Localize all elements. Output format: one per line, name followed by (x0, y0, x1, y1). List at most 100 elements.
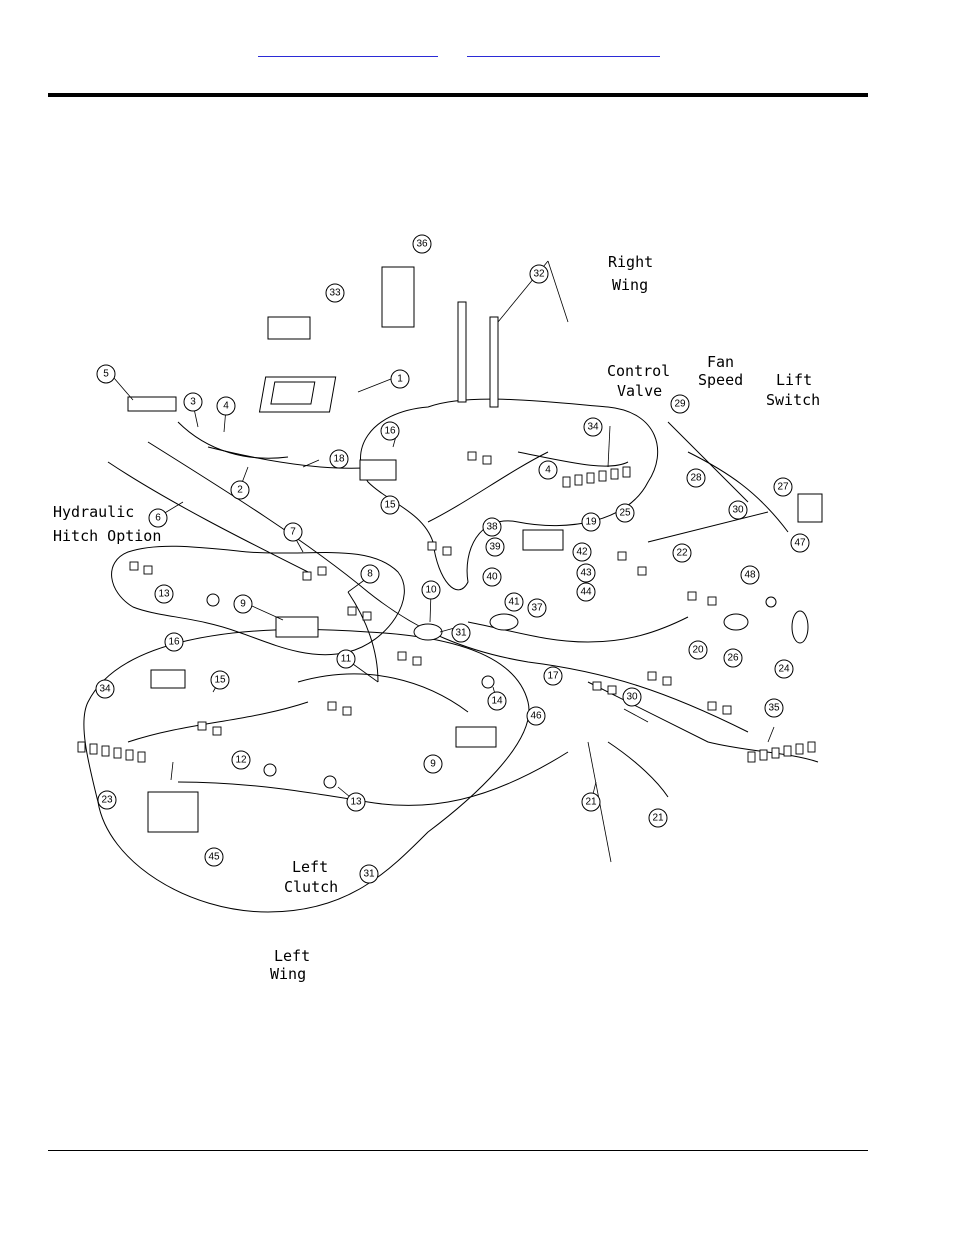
label-hydraulic-hitch-2: Hitch Option (53, 527, 161, 545)
callout-18: 18 (329, 449, 349, 469)
callout-4b: 4 (538, 460, 558, 480)
label-control-valve: Control (607, 362, 670, 380)
header-rule (48, 93, 868, 97)
callout-30a: 30 (728, 500, 748, 520)
callout-11: 11 (336, 649, 356, 669)
svg-text:32: 32 (533, 269, 545, 280)
svg-text:4: 4 (223, 401, 229, 412)
svg-text:34: 34 (99, 684, 111, 695)
callout-29: 29 (670, 394, 690, 414)
label-right-wing: Right (608, 253, 653, 271)
harness-wires (107, 421, 819, 806)
svg-text:13: 13 (158, 589, 170, 600)
svg-text:18: 18 (333, 454, 345, 465)
label-lift-switch-2: Switch (766, 391, 820, 409)
callout-28: 28 (686, 468, 706, 488)
nav-link-previous[interactable] (258, 44, 438, 57)
callout-32: 32 (529, 264, 549, 284)
callout-17: 17 (543, 666, 563, 686)
callout-34a: 34 (95, 679, 115, 699)
svg-text:41: 41 (508, 597, 520, 608)
callout-47: 47 (790, 533, 810, 553)
svg-text:46: 46 (530, 711, 542, 722)
svg-text:6: 6 (155, 513, 161, 524)
callout-13b: 13 (346, 792, 366, 812)
svg-text:29: 29 (674, 399, 686, 410)
svg-text:12: 12 (235, 755, 247, 766)
label-fan-speed-2: Speed (698, 371, 743, 389)
svg-text:17: 17 (547, 671, 559, 682)
svg-text:42: 42 (576, 547, 588, 558)
svg-text:36: 36 (416, 239, 428, 250)
text-labels: Right Wing Control Valve Fan Speed Lift … (53, 253, 820, 983)
callout-19: 19 (581, 512, 601, 532)
callout-4a: 4 (216, 396, 236, 416)
svg-text:28: 28 (690, 473, 702, 484)
svg-text:24: 24 (778, 664, 790, 675)
svg-text:15: 15 (384, 500, 396, 511)
label-lift-switch: Lift (776, 371, 812, 389)
callout-3: 3 (183, 392, 203, 412)
svg-text:2: 2 (237, 485, 243, 496)
components (127, 266, 823, 833)
callout-16b: 16 (380, 421, 400, 441)
label-hydraulic-hitch: Hydraulic (53, 503, 134, 521)
svg-text:27: 27 (777, 482, 789, 493)
callout-45: 45 (204, 847, 224, 867)
connector-rows (77, 451, 816, 763)
callout-30b: 30 (622, 687, 642, 707)
callout-21b: 21 (648, 808, 668, 828)
svg-text:48: 48 (744, 570, 756, 581)
svg-text:43: 43 (580, 568, 592, 579)
label-fan-speed: Fan (707, 353, 734, 371)
callout-27: 27 (773, 477, 793, 497)
callout-1: 1 (390, 369, 410, 389)
callout-6: 6 (148, 508, 168, 528)
callout-leaders (113, 260, 775, 863)
svg-text:31: 31 (455, 628, 467, 639)
svg-text:9: 9 (240, 599, 246, 610)
svg-text:30: 30 (732, 505, 744, 516)
callout-41: 41 (504, 592, 524, 612)
callout-8: 8 (360, 564, 380, 584)
callout-46: 46 (526, 706, 546, 726)
nav-link-next[interactable] (467, 44, 660, 57)
svg-text:21: 21 (652, 813, 664, 824)
callout-48: 48 (740, 565, 760, 585)
svg-text:37: 37 (531, 603, 543, 614)
callout-13a: 13 (154, 584, 174, 604)
svg-text:26: 26 (727, 653, 739, 664)
callout-26: 26 (723, 648, 743, 668)
svg-text:19: 19 (585, 517, 597, 528)
svg-text:4: 4 (545, 465, 551, 476)
svg-text:8: 8 (367, 569, 373, 580)
svg-text:44: 44 (580, 587, 592, 598)
callout-5: 5 (96, 364, 116, 384)
wiring-harness-diagram: 1 2 3 4 4 5 6 7 8 9 9 10 11 12 13 13 14 … (48, 222, 868, 992)
label-left-clutch: Left (292, 858, 328, 876)
callout-10: 10 (421, 580, 441, 600)
callout-22: 22 (672, 543, 692, 563)
svg-text:9: 9 (430, 759, 436, 770)
label-control-valve-2: Valve (617, 382, 662, 400)
callout-16a: 16 (164, 632, 184, 652)
footer-rule (48, 1150, 868, 1151)
svg-text:38: 38 (486, 522, 498, 533)
svg-text:33: 33 (329, 288, 341, 299)
callout-39: 39 (485, 537, 505, 557)
svg-text:31: 31 (363, 869, 375, 880)
callout-43: 43 (576, 563, 596, 583)
svg-text:30: 30 (626, 692, 638, 703)
callout-44: 44 (576, 582, 596, 602)
callout-15b: 15 (380, 495, 400, 515)
svg-text:15: 15 (214, 675, 226, 686)
svg-text:1: 1 (397, 374, 403, 385)
callout-14: 14 (487, 691, 507, 711)
callout-31a: 31 (451, 623, 471, 643)
svg-text:45: 45 (208, 852, 220, 863)
svg-text:13: 13 (350, 797, 362, 808)
callout-23: 23 (97, 790, 117, 810)
label-left-wing-2: Wing (270, 965, 306, 983)
callout-20: 20 (688, 640, 708, 660)
svg-text:23: 23 (101, 795, 113, 806)
